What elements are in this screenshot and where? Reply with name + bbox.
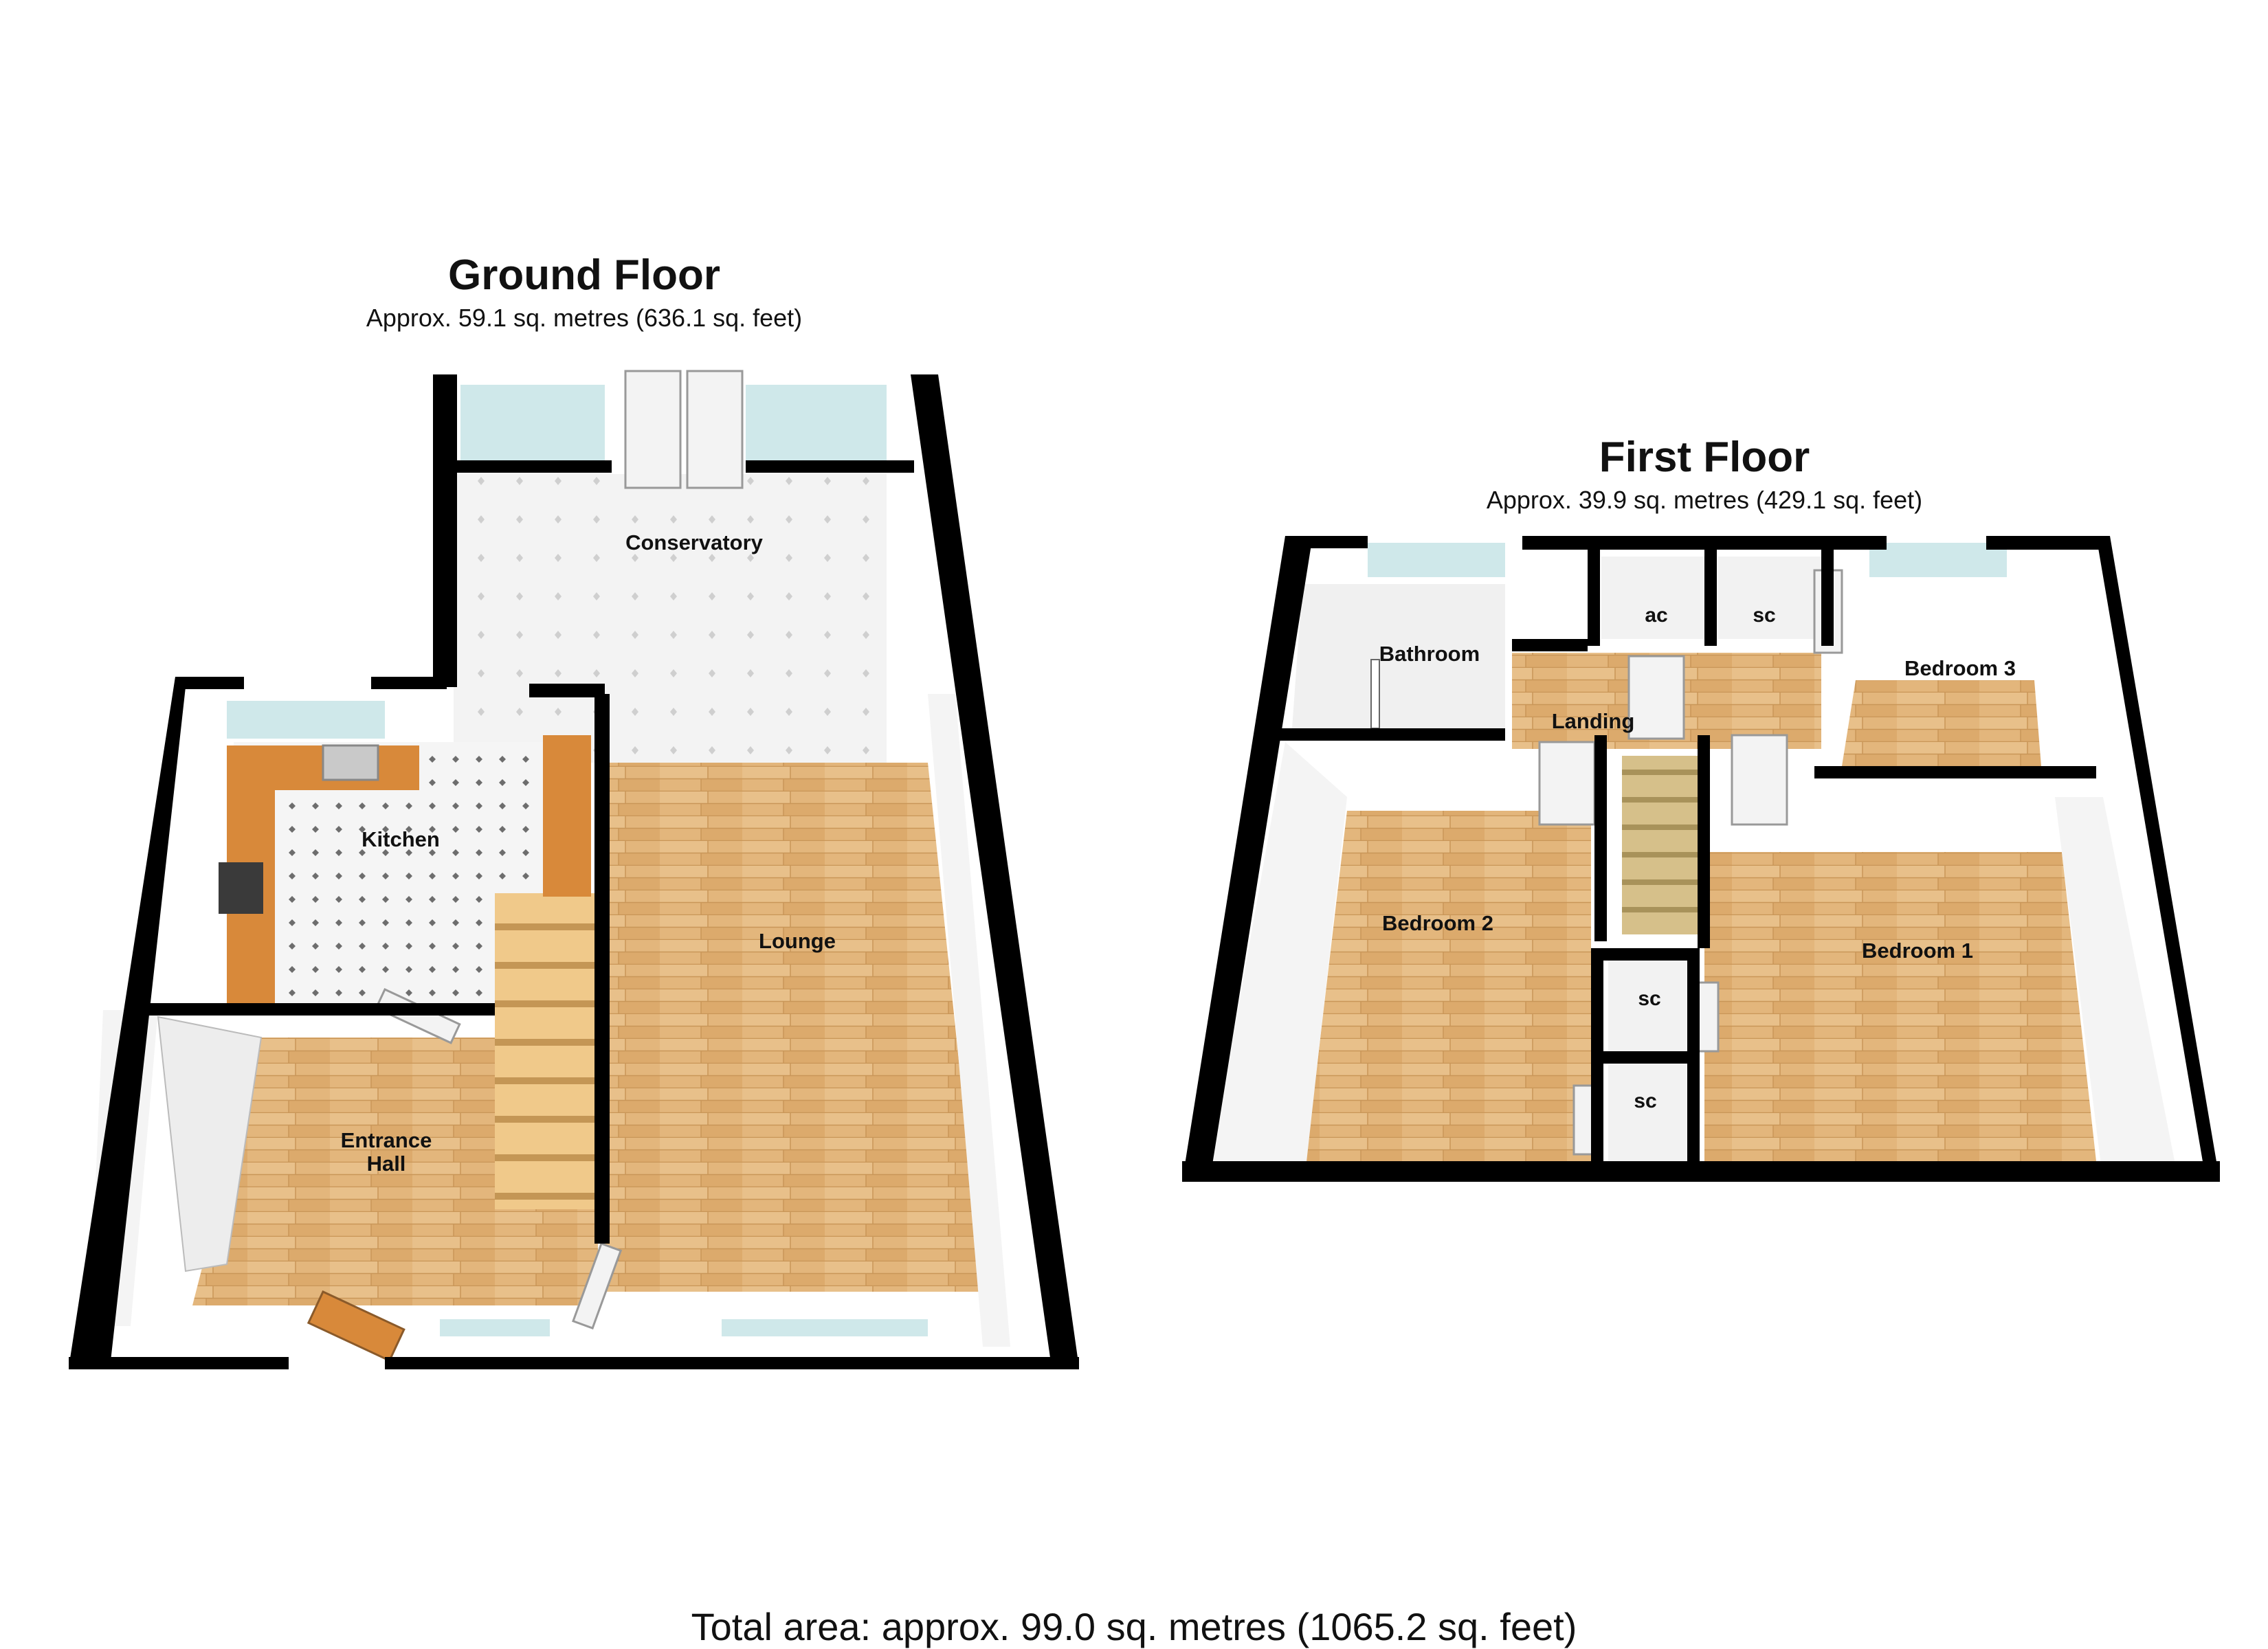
sink-icon bbox=[322, 744, 379, 781]
kitchen-label: Kitchen bbox=[362, 827, 440, 851]
sc-mid-label: sc bbox=[1638, 987, 1660, 1010]
first-floor-title: First Floor bbox=[1599, 434, 1810, 481]
sc-low-label: sc bbox=[1634, 1090, 1656, 1112]
ff-left-wall-face bbox=[1210, 742, 1347, 1168]
stair-banister bbox=[543, 735, 591, 897]
sc-door-mid bbox=[1696, 981, 1720, 1053]
right-wall-face bbox=[928, 694, 1010, 1347]
front-window-2 bbox=[722, 1319, 928, 1336]
landing-label: Landing bbox=[1552, 709, 1635, 733]
kitchen-counter bbox=[227, 745, 419, 1003]
front-window-1 bbox=[440, 1319, 550, 1336]
conservatory-label: Conservatory bbox=[625, 530, 764, 554]
french-door-right bbox=[686, 370, 744, 489]
ground-walls bbox=[69, 374, 1079, 1369]
landing-door-3 bbox=[1731, 734, 1788, 826]
bedroom2-floor bbox=[1306, 811, 1591, 1161]
front-door bbox=[307, 1290, 405, 1362]
bathroom-label: Bathroom bbox=[1379, 642, 1480, 666]
lounge-floor bbox=[605, 763, 983, 1292]
bathroom-floor bbox=[1292, 584, 1505, 728]
first-floor-area: Approx. 39.9 sq. metres (429.1 sq. feet) bbox=[1486, 486, 1923, 514]
bedroom3-window bbox=[1869, 543, 2007, 577]
ground-floor-plan: Conservatory Kitchen Lounge Entrance Hal… bbox=[69, 370, 1079, 1369]
wardrobe bbox=[157, 1016, 263, 1272]
lounge-label: Lounge bbox=[759, 929, 836, 953]
conservatory-glass-left bbox=[460, 385, 605, 464]
shower-screen bbox=[1370, 659, 1380, 729]
landing-door-2 bbox=[1627, 655, 1685, 740]
ground-staircase bbox=[495, 893, 598, 1209]
landing-door-1 bbox=[1538, 741, 1596, 826]
bedroom1-floor bbox=[1704, 852, 2096, 1161]
bedroom3-floor bbox=[1842, 680, 2041, 766]
ac-label: ac bbox=[1645, 604, 1667, 627]
ground-floor-title: Ground Floor bbox=[447, 251, 721, 299]
entrance-hall-label-line1: Entrance bbox=[341, 1128, 432, 1152]
ground-floor-heading: Ground Floor Approx. 59.1 sq. metres (63… bbox=[316, 251, 852, 333]
first-staircase bbox=[1622, 756, 1698, 934]
ground-floor-area: Approx. 59.1 sq. metres (636.1 sq. feet) bbox=[366, 304, 803, 332]
ac-cupboard bbox=[1601, 557, 1711, 639]
first-floor-plan: Bathroom ac sc Bedroom 3 Landing Bedroom… bbox=[1182, 536, 2220, 1182]
kitchen-window bbox=[227, 701, 385, 739]
bedroom3-label: Bedroom 3 bbox=[1904, 656, 2016, 680]
ff-right-wall-face bbox=[2055, 797, 2179, 1182]
bedroom1-label: Bedroom 1 bbox=[1862, 939, 1973, 963]
first-walls bbox=[1182, 536, 2220, 1182]
hob-icon bbox=[219, 862, 263, 914]
kitchen-floor bbox=[234, 742, 543, 1003]
sc-cupboard-top bbox=[1718, 557, 1828, 639]
sc-cupboard-low bbox=[1608, 1065, 1691, 1161]
sc-top-label: sc bbox=[1753, 604, 1775, 627]
conservatory-floor bbox=[454, 474, 887, 763]
total-area: Total area: approx. 99.0 sq. metres (106… bbox=[691, 1605, 1577, 1648]
french-door-left bbox=[624, 370, 682, 489]
sc-cupboard-mid bbox=[1608, 955, 1691, 1051]
first-floor-heading: First Floor Approx. 39.9 sq. metres (429… bbox=[1430, 433, 1979, 515]
conservatory-glass-right bbox=[746, 385, 887, 464]
bathroom-window bbox=[1368, 543, 1505, 577]
entrance-hall-label-line2: Hall bbox=[367, 1152, 406, 1176]
lounge-door bbox=[572, 1242, 623, 1330]
bedroom2-label: Bedroom 2 bbox=[1382, 911, 1493, 935]
